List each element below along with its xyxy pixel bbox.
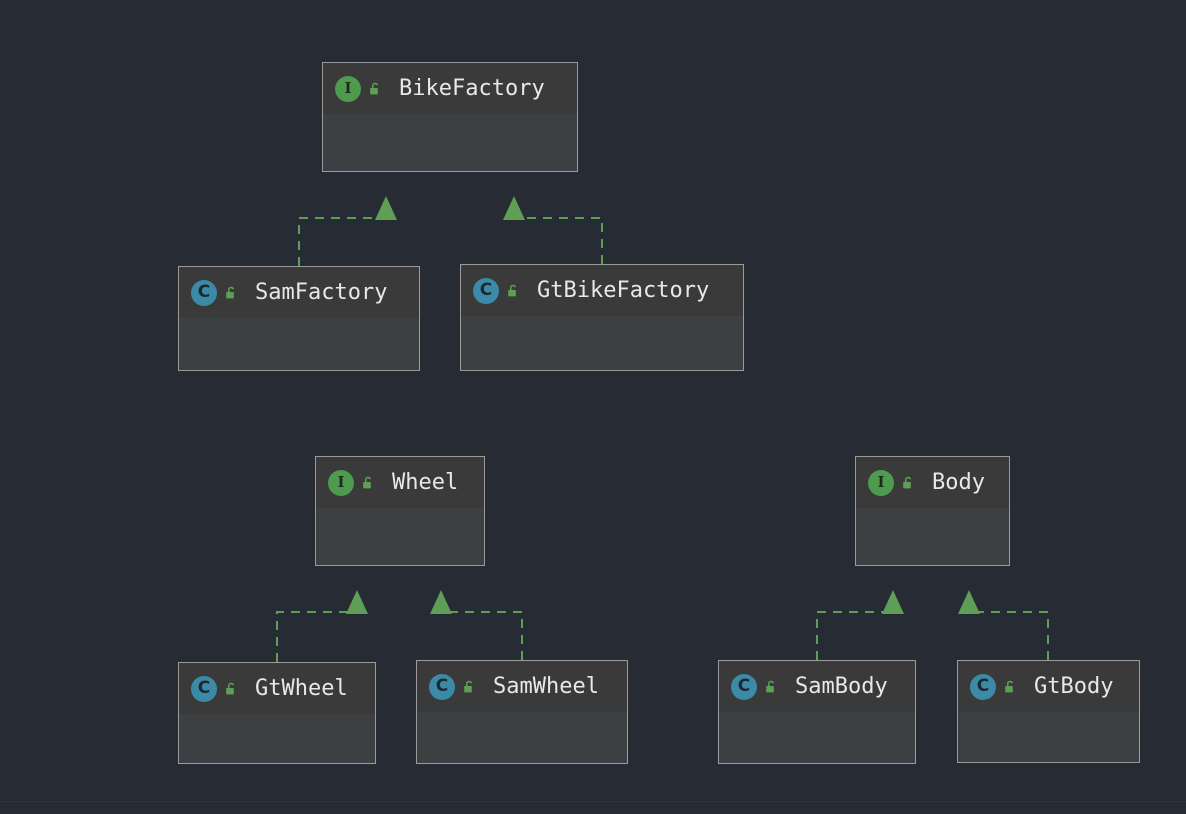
node-title: Body	[932, 470, 985, 495]
node-header: C SamWheel	[417, 661, 627, 712]
node-title: GtBikeFactory	[537, 278, 710, 303]
node-header: C SamBody	[719, 661, 915, 712]
node-header: I Body	[856, 457, 1009, 508]
class-stereotype-icon: C	[731, 673, 757, 700]
unlocked-padlock-icon	[223, 285, 239, 301]
edge-gt-body-body	[958, 590, 1049, 660]
unlocked-padlock-icon	[505, 283, 521, 299]
node-header: C GtBody	[958, 661, 1139, 712]
node-header: C GtWheel	[179, 663, 375, 714]
node-members-section	[323, 114, 577, 171]
node-header: C GtBikeFactory	[461, 265, 743, 316]
realization-arrowhead	[375, 196, 397, 220]
node-members-section	[461, 316, 743, 370]
unlocked-padlock-icon	[461, 679, 477, 695]
node-title: SamFactory	[255, 280, 388, 305]
node-title: Wheel	[392, 470, 459, 495]
uml-node-gt-bike-factory[interactable]: C GtBikeFactory	[460, 264, 744, 371]
class-stereotype-icon: C	[970, 673, 996, 700]
node-members-section	[958, 712, 1139, 762]
edge-gt-wheel-wheel	[276, 590, 368, 662]
unlocked-padlock-icon	[367, 81, 383, 97]
realization-arrowhead	[346, 590, 368, 614]
node-header: I Wheel	[316, 457, 484, 508]
node-title: GtBody	[1034, 674, 1114, 699]
uml-node-gt-body[interactable]: C GtBody	[957, 660, 1140, 763]
class-stereotype-icon: C	[473, 277, 499, 304]
edge-sam-body-body	[816, 590, 904, 660]
interface-stereotype-icon: I	[328, 469, 354, 496]
unlocked-padlock-icon	[900, 475, 916, 491]
class-stereotype-icon: C	[191, 675, 217, 702]
uml-node-wheel[interactable]: I Wheel	[315, 456, 485, 566]
edge-sam-wheel-wheel	[430, 590, 523, 660]
unlocked-padlock-icon	[360, 475, 376, 491]
uml-node-body[interactable]: I Body	[855, 456, 1010, 566]
uml-node-bike-factory[interactable]: I BikeFactory	[322, 62, 578, 172]
bottom-divider	[0, 801, 1186, 802]
node-header: C SamFactory	[179, 267, 419, 318]
node-title: GtWheel	[255, 676, 348, 701]
unlocked-padlock-icon	[1002, 679, 1018, 695]
node-members-section	[179, 318, 419, 370]
class-stereotype-icon: C	[429, 673, 455, 700]
unlocked-padlock-icon	[763, 679, 779, 695]
realization-arrowhead	[958, 590, 980, 614]
realization-arrowhead	[503, 196, 525, 220]
node-header: I BikeFactory	[323, 63, 577, 114]
node-members-section	[856, 508, 1009, 565]
interface-stereotype-icon: I	[335, 75, 361, 102]
node-members-section	[179, 714, 375, 763]
edge-gt-bike-factory-bike-factory	[503, 196, 603, 264]
uml-node-sam-wheel[interactable]: C SamWheel	[416, 660, 628, 764]
class-stereotype-icon: C	[191, 279, 217, 306]
node-members-section	[719, 712, 915, 763]
uml-node-sam-factory[interactable]: C SamFactory	[178, 266, 420, 371]
node-members-section	[316, 508, 484, 565]
realization-arrowhead	[430, 590, 452, 614]
realization-arrowhead	[882, 590, 904, 614]
node-title: SamWheel	[493, 674, 599, 699]
uml-node-gt-wheel[interactable]: C GtWheel	[178, 662, 376, 764]
node-title: SamBody	[795, 674, 888, 699]
uml-node-sam-body[interactable]: C SamBody	[718, 660, 916, 764]
interface-stereotype-icon: I	[868, 469, 894, 496]
edge-sam-factory-bike-factory	[298, 196, 397, 266]
unlocked-padlock-icon	[223, 681, 239, 697]
node-title: BikeFactory	[399, 76, 545, 101]
node-members-section	[417, 712, 627, 763]
